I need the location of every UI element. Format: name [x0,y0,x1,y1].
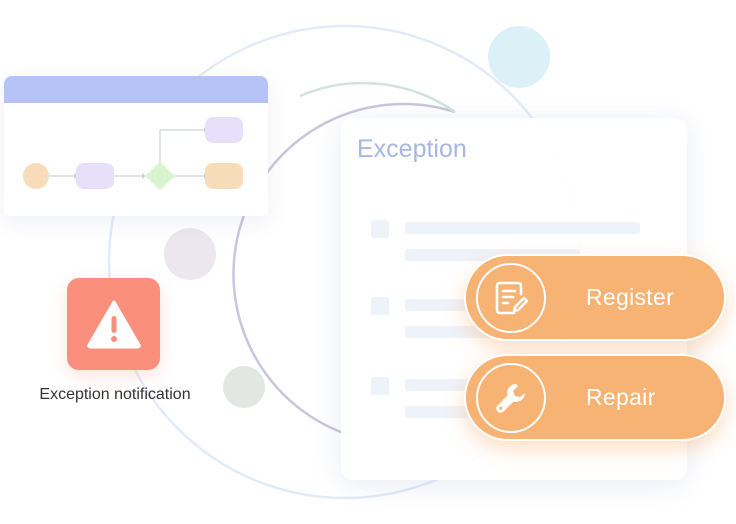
flow-branch-node-bottom [205,163,243,189]
inner-orbit-accent [299,81,456,114]
orbit-dot-lilac [164,228,216,280]
flow-step-node [76,163,114,189]
exception-notification-icon-box [67,278,160,370]
process-flow-diagram [23,117,243,190]
register-button-label: Register [586,284,675,310]
repair-button[interactable]: Repair [464,354,726,441]
orbit-dot-cyan [488,26,550,88]
orbit-dot-gray [223,366,265,408]
flow-branch-node-top [205,117,243,143]
exception-card-title: Exception [357,135,467,163]
warning-triangle-icon [86,300,141,349]
wrench-icon [496,383,525,413]
placeholder-bullet [371,377,389,395]
placeholder-line [405,326,495,338]
repair-button-label: Repair [586,384,656,410]
placeholder-line [405,222,640,234]
register-button[interactable]: Register [464,254,726,341]
placeholder-bullet [371,220,389,238]
register-icon-ring [476,262,546,333]
flow-card-header [4,76,268,103]
flow-start-node [23,163,49,189]
repair-icon-ring [476,362,546,433]
process-flow-card [4,76,268,216]
inner-orbit-ring [232,102,456,438]
flow-decision-node [145,162,175,190]
placeholder-bullet [371,297,389,315]
edit-document-icon [495,281,528,314]
exception-notification-label: Exception notification [39,386,191,403]
